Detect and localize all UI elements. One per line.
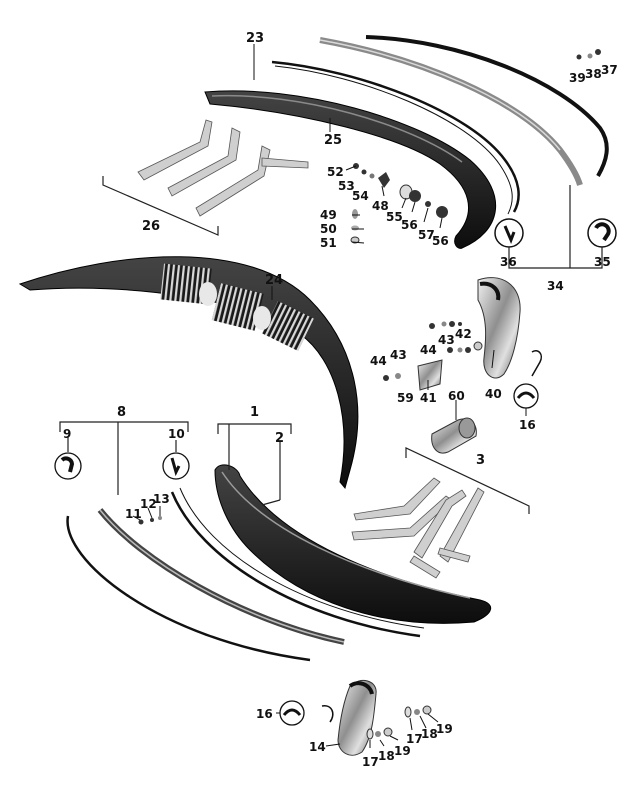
part-labels: 23 25 26 24 52 53 54 48 49 50 51 55 56 5… (63, 31, 618, 769)
rear-seal-strip (365, 35, 609, 177)
leader-lines (132, 44, 527, 748)
label-43-b: 43 (390, 348, 407, 362)
label-38: 38 (585, 67, 602, 81)
clip-icon-16-bottom (279, 700, 305, 726)
label-37: 37 (601, 63, 618, 77)
label-42: 42 (455, 327, 472, 341)
overrider-hardware (383, 321, 483, 381)
overrider-40 (477, 277, 521, 379)
label-44-b: 44 (370, 354, 387, 368)
label-24: 24 (265, 273, 283, 288)
clip-icon-10 (162, 452, 190, 480)
label-19-b: 19 (436, 722, 453, 736)
label-1: 1 (250, 405, 259, 420)
label-18-b: 18 (421, 727, 438, 741)
rear-clip-icon-35 (587, 218, 617, 248)
front-bumper-seal (170, 491, 421, 638)
label-53: 53 (338, 179, 355, 193)
label-12: 12 (140, 497, 157, 511)
grille-center (211, 283, 264, 331)
label-16-bottom: 16 (256, 707, 273, 721)
rear-bumper-seal (271, 60, 520, 213)
label-39: 39 (569, 71, 586, 85)
label-59: 59 (397, 391, 414, 405)
label-2: 2 (275, 431, 284, 446)
front-seal-strip (66, 515, 311, 662)
rear-nuts (576, 49, 601, 60)
label-11: 11 (125, 507, 142, 521)
label-56-b: 56 (432, 234, 449, 248)
clip-icon-16-top (513, 383, 539, 409)
rear-clip-icon-36 (494, 218, 524, 248)
grille-left (160, 263, 212, 305)
clip-icon-9 (54, 452, 82, 480)
front-overrider (337, 679, 377, 756)
label-43-a: 43 (438, 333, 455, 347)
grille-right (262, 301, 314, 351)
label-52: 52 (327, 165, 344, 179)
label-50: 50 (320, 222, 337, 236)
label-34: 34 (547, 279, 564, 293)
label-57: 57 (418, 228, 435, 242)
label-40: 40 (485, 387, 502, 401)
rear-bumper-brackets (137, 119, 309, 217)
label-18-a: 18 (378, 749, 395, 763)
label-54: 54 (352, 189, 369, 203)
label-25: 25 (324, 133, 342, 148)
label-19-a: 19 (394, 744, 411, 758)
overrider-cap-41 (417, 359, 443, 391)
front-overrider-hardware (366, 705, 432, 740)
label-51: 51 (320, 236, 337, 250)
label-3: 3 (476, 453, 485, 468)
seal-hook-16 (531, 350, 543, 377)
label-56-a: 56 (401, 218, 418, 232)
label-44-a: 44 (420, 343, 437, 357)
label-55: 55 (386, 210, 403, 224)
label-26: 26 (142, 219, 160, 234)
front-trim-clips (138, 516, 162, 525)
label-17-a: 17 (362, 755, 379, 769)
label-35: 35 (594, 255, 611, 269)
label-16-top: 16 (519, 418, 536, 432)
label-23: 23 (246, 31, 264, 46)
label-17-b: 17 (406, 732, 423, 746)
label-36: 36 (500, 255, 517, 269)
label-48: 48 (372, 199, 389, 213)
front-bumper (214, 464, 491, 624)
label-9: 9 (63, 427, 71, 441)
front-bumper-brackets (351, 477, 485, 579)
label-49: 49 (320, 208, 337, 222)
label-13: 13 (153, 492, 170, 506)
label-60: 60 (448, 389, 465, 403)
label-41: 41 (420, 391, 437, 405)
label-8: 8 (117, 405, 126, 420)
rear-bumper (204, 90, 497, 249)
label-14: 14 (309, 740, 326, 754)
label-10: 10 (168, 427, 185, 441)
